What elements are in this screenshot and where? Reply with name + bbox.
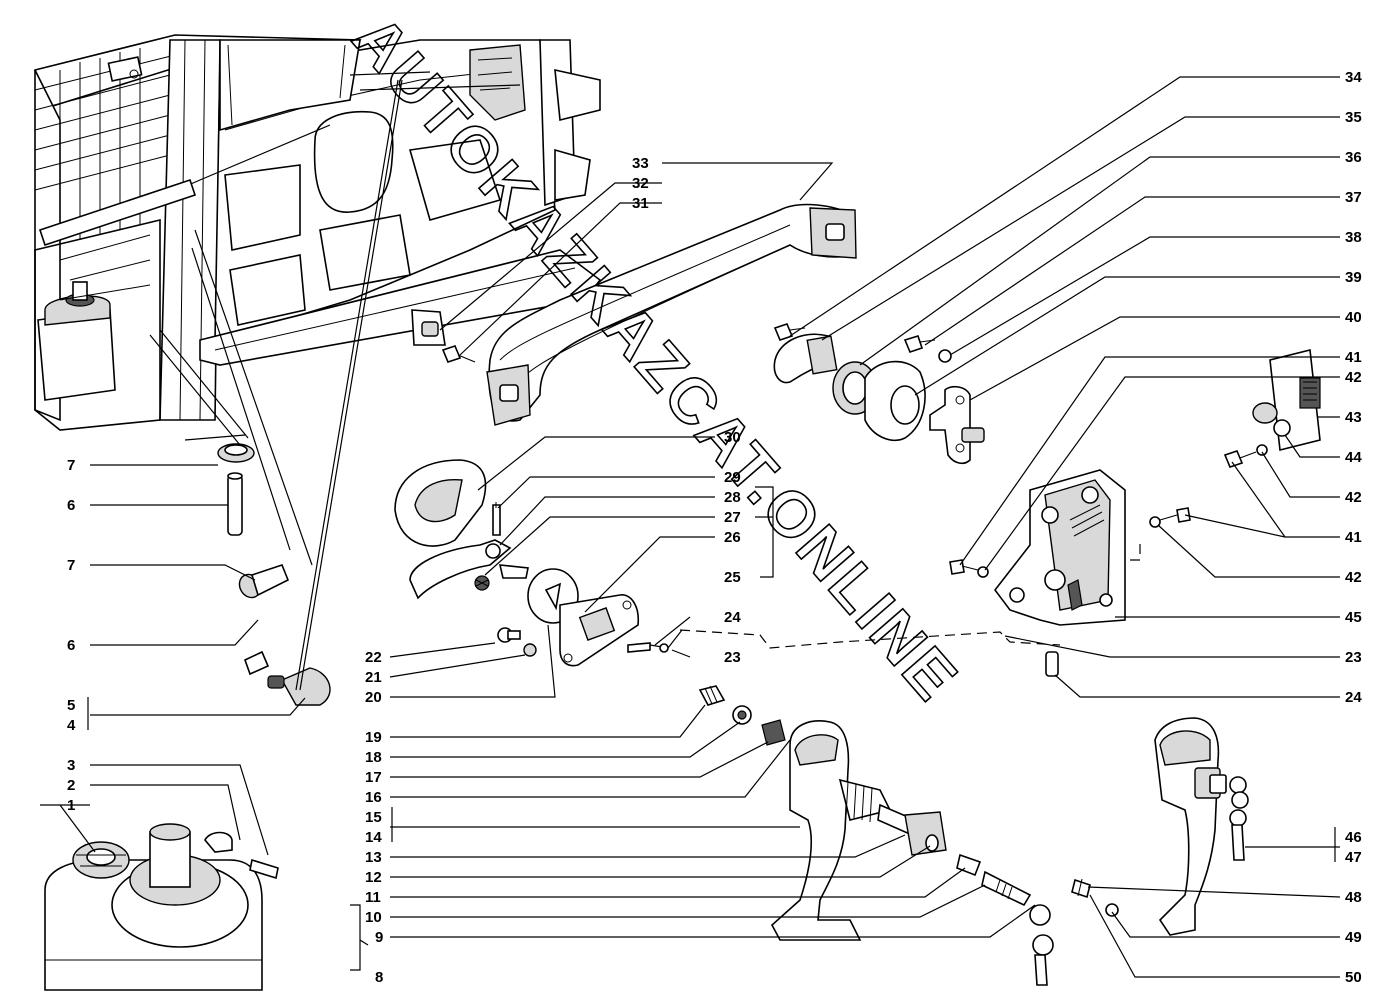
- watermark-text: AUTOKAZKAZCAT.ONLINE: [339, 2, 972, 715]
- callout-28: 28: [724, 489, 741, 506]
- callout-7b: 7: [67, 557, 75, 574]
- callout-34: 34: [1345, 69, 1362, 86]
- callout-46: 46: [1345, 829, 1362, 846]
- rod-dashed: [679, 629, 1061, 649]
- callout-8: 8: [375, 969, 383, 986]
- callouts-right: 34 35 36 37 38 39 40 41 42 43 44 42 41 4…: [1345, 69, 1362, 986]
- callout-43: 43: [1345, 409, 1362, 426]
- callout-23: 23: [724, 649, 741, 666]
- callout-27: 27: [724, 509, 741, 526]
- callout-23r: 23: [1345, 649, 1362, 666]
- callout-42c: 42: [1345, 569, 1362, 586]
- callout-36: 36: [1345, 149, 1362, 166]
- outer-handle-left: [698, 685, 1054, 986]
- callout-45: 45: [1345, 609, 1362, 626]
- callout-1: 1: [67, 797, 75, 814]
- callout-5: 5: [67, 697, 75, 714]
- callout-41b: 41: [1345, 529, 1362, 546]
- callout-15: 15: [365, 809, 382, 826]
- callout-38: 38: [1345, 229, 1362, 246]
- callout-20: 20: [365, 689, 382, 706]
- door-latch: [949, 349, 1321, 677]
- callout-6a: 6: [67, 497, 75, 514]
- callout-41: 41: [1345, 349, 1362, 366]
- callout-44: 44: [1345, 449, 1362, 466]
- lock-plate: [497, 568, 683, 667]
- callout-49: 49: [1345, 929, 1362, 946]
- callout-50: 50: [1345, 969, 1362, 986]
- callout-24r: 24: [1345, 689, 1362, 706]
- upper-right-parts: [773, 323, 985, 465]
- callout-4: 4: [67, 717, 76, 734]
- callout-7a: 7: [67, 457, 75, 474]
- callout-16: 16: [365, 789, 382, 806]
- callout-30: 30: [724, 429, 741, 446]
- callout-25: 25: [724, 569, 741, 586]
- callout-42: 42: [1345, 369, 1362, 386]
- callouts-left: 7 6 7 6 5 4 3 2 1: [67, 457, 76, 814]
- callout-42b: 42: [1345, 489, 1362, 506]
- outer-handle-right: [1071, 717, 1249, 936]
- callout-29: 29: [724, 469, 741, 486]
- callout-22: 22: [365, 649, 382, 666]
- callout-33: 33: [632, 155, 649, 172]
- callout-26: 26: [724, 529, 741, 546]
- callout-12: 12: [365, 869, 382, 886]
- callout-10: 10: [365, 909, 382, 926]
- callout-14: 14: [365, 829, 382, 846]
- callout-21: 21: [365, 669, 382, 686]
- callout-13: 13: [365, 849, 382, 866]
- callout-40: 40: [1345, 309, 1362, 326]
- callout-2: 2: [67, 777, 75, 794]
- cab-door-frame: [34, 34, 602, 431]
- inner-lever: [394, 459, 529, 600]
- callout-47: 47: [1345, 849, 1362, 866]
- callout-32: 32: [632, 175, 649, 192]
- callouts-center: 33 32 31 30 29 28 27 26 25 24 23 22 21 2…: [365, 155, 741, 986]
- callout-19: 19: [365, 729, 382, 746]
- callout-18: 18: [365, 749, 382, 766]
- callout-3: 3: [67, 757, 75, 774]
- callout-24: 24: [724, 609, 741, 626]
- callout-17: 17: [365, 769, 382, 786]
- left-parts: [44, 79, 403, 991]
- leader-lines: [40, 76, 1341, 978]
- grab-handle: [411, 203, 857, 426]
- callout-35: 35: [1345, 109, 1362, 126]
- callout-11: 11: [365, 889, 381, 906]
- callout-39: 39: [1345, 269, 1362, 286]
- callout-9: 9: [375, 929, 383, 946]
- callout-31: 31: [632, 195, 649, 212]
- callout-6b: 6: [67, 637, 75, 654]
- callout-48: 48: [1345, 889, 1362, 906]
- callout-37: 37: [1345, 189, 1362, 206]
